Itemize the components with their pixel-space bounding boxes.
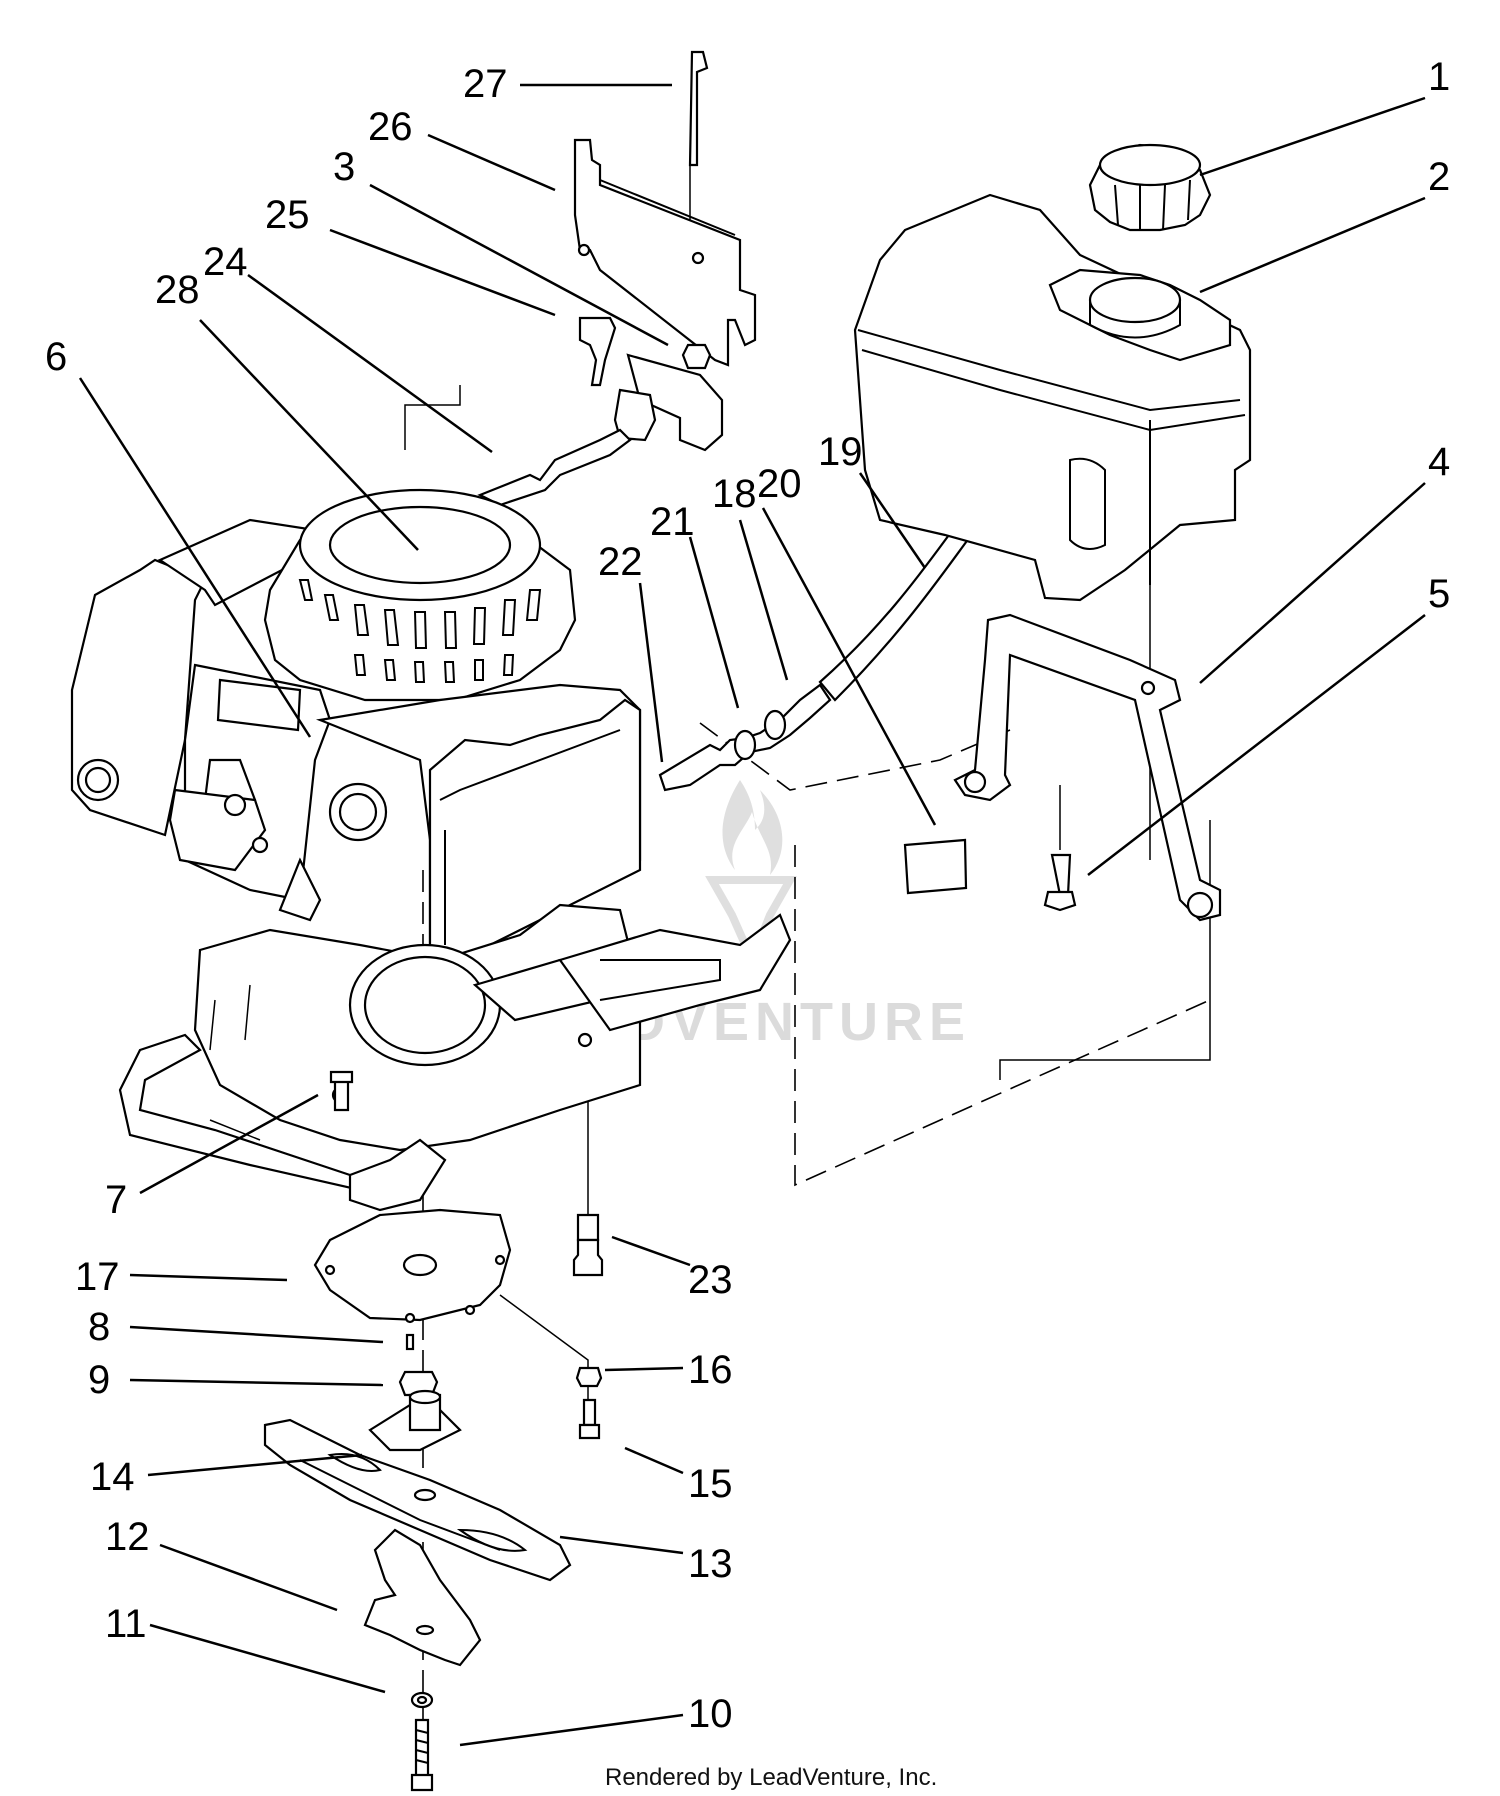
part-16-nut <box>575 1366 603 1388</box>
callout-6: 6 <box>45 335 67 379</box>
callout-28: 28 <box>155 268 200 312</box>
part-13-blade <box>263 1418 572 1582</box>
callout-22: 22 <box>598 540 643 584</box>
part-23-bolt <box>572 1213 604 1277</box>
callout-7: 7 <box>105 1178 127 1222</box>
callout-11: 11 <box>105 1602 147 1646</box>
part-26-bracket <box>573 138 757 367</box>
callout-12: 12 <box>105 1515 150 1559</box>
callout-14: 14 <box>90 1455 135 1499</box>
part-27-nut <box>681 343 712 370</box>
part-17-baffle <box>313 1208 512 1324</box>
callout-15: 15 <box>688 1462 733 1506</box>
callout-26: 26 <box>368 105 413 149</box>
part-8-key <box>405 1333 415 1351</box>
part-27-rod <box>688 50 709 167</box>
callout-16: 16 <box>688 1348 733 1392</box>
part-11-washer <box>410 1691 434 1709</box>
part-15-bolt <box>578 1398 601 1440</box>
callout-2: 2 <box>1428 155 1450 199</box>
part-20-decal <box>903 838 968 895</box>
leader-lines <box>78 83 1426 1747</box>
callout-13: 13 <box>688 1542 733 1586</box>
callout-21: 21 <box>650 500 695 544</box>
callout-18: 18 <box>712 472 757 516</box>
part-5-bolt <box>1043 853 1077 912</box>
callout-8: 8 <box>88 1305 110 1349</box>
part-3-control-handle <box>613 353 724 452</box>
part-10-bolt <box>410 1718 434 1792</box>
callout-5: 5 <box>1428 572 1450 616</box>
part-2-fuel-tank <box>853 193 1252 602</box>
callout-9: 9 <box>88 1358 110 1402</box>
callout-10: 10 <box>688 1692 733 1736</box>
callout-20: 20 <box>757 462 802 506</box>
mower-deck <box>118 903 792 1212</box>
callout-27: 27 <box>463 62 508 106</box>
callout-24: 24 <box>203 240 248 284</box>
callout-17: 17 <box>75 1255 120 1299</box>
callout-19: 19 <box>818 430 863 474</box>
fuel-line-parts <box>658 518 977 792</box>
part-1-fuel-cap <box>1088 143 1212 232</box>
part-12-stiffener <box>363 1528 482 1667</box>
callout-25: 25 <box>265 193 310 237</box>
callout-labels: 1 2 3 4 5 6 7 8 9 10 11 12 13 14 15 16 1… <box>45 55 1450 1736</box>
callout-23: 23 <box>688 1258 733 1302</box>
callout-4: 4 <box>1428 440 1450 484</box>
part-25-clip <box>578 316 617 387</box>
callout-1: 1 <box>1428 55 1450 99</box>
part-4-tank-bracket <box>953 613 1222 922</box>
render-credit: Rendered by LeadVenture, Inc. <box>605 1764 937 1791</box>
engine-assembly <box>70 488 642 967</box>
part-14-blade-adapter <box>368 1389 462 1452</box>
callout-3: 3 <box>333 145 355 189</box>
